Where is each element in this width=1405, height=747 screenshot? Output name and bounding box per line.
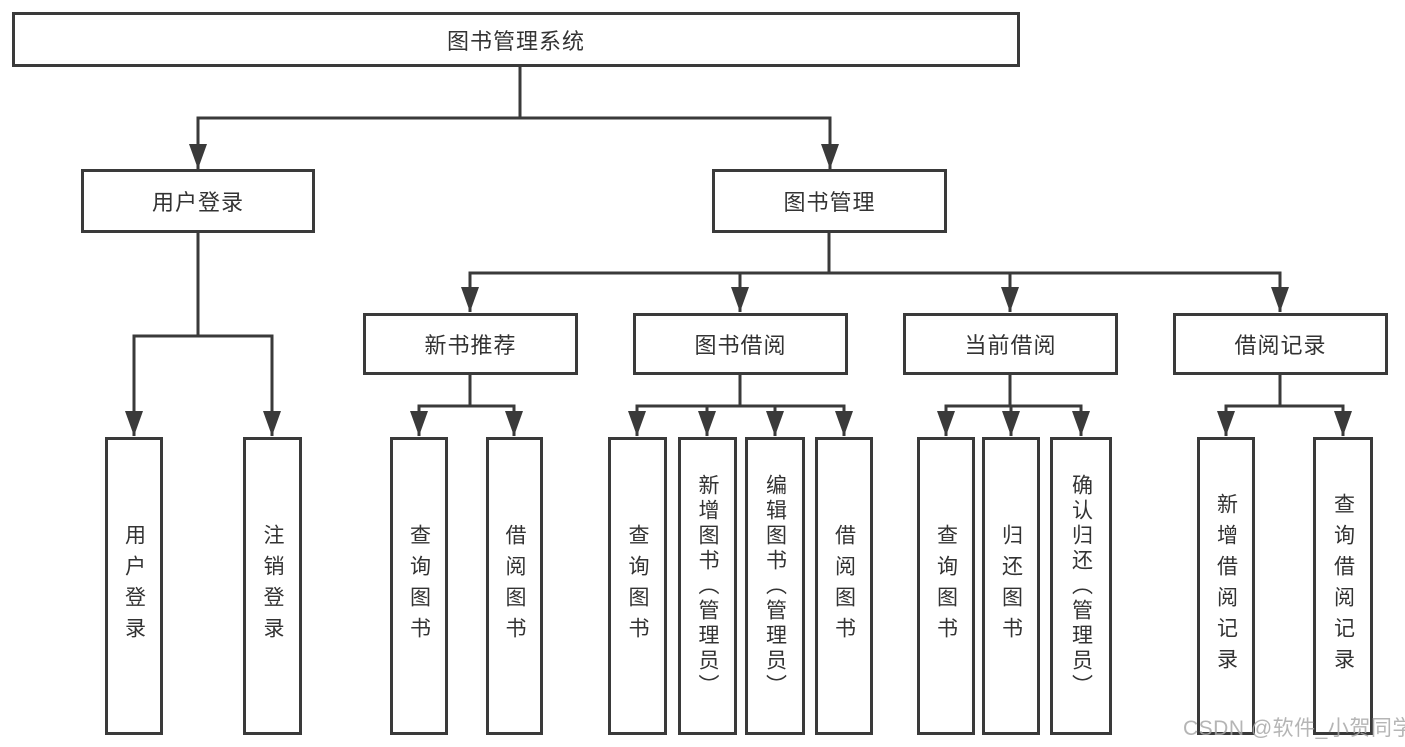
leaf-logout: 注销登录: [243, 437, 302, 735]
node-root: 图书管理系统: [12, 12, 1020, 67]
leaf-add-book-admin: 新增图书（管理员）: [678, 437, 737, 735]
leaf-query-books-borrow: 查询图书: [608, 437, 667, 735]
leaf-query-borrow-record: 查询借阅记录: [1313, 437, 1373, 735]
leaf-user-login: 用户登录: [105, 437, 163, 735]
leaf-edit-book-admin: 编辑图书（管理员）: [745, 437, 805, 735]
leaf-borrow-books: 借阅图书: [815, 437, 873, 735]
connector-user-login-to-leaves: [125, 233, 281, 436]
connector-new-book-to-leaves: [410, 375, 523, 436]
leaf-return-books: 归还图书: [982, 437, 1040, 735]
node-user-login: 用户登录: [81, 169, 315, 233]
leaf-add-borrow-record: 新增借阅记录: [1197, 437, 1255, 735]
node-new-book-recommend: 新书推荐: [363, 313, 578, 375]
leaf-confirm-return-admin: 确认归还（管理员）: [1050, 437, 1112, 735]
node-book-management: 图书管理: [712, 169, 947, 233]
connector-root-to-level2: [189, 67, 839, 169]
node-current-borrow: 当前借阅: [903, 313, 1118, 375]
connector-book-borrow-to-leaves: [628, 375, 853, 436]
node-book-borrow: 图书借阅: [633, 313, 848, 375]
csdn-watermark: CSDN @软件_小贺同学: [1183, 717, 1405, 740]
node-borrow-records: 借阅记录: [1173, 313, 1388, 375]
connector-borrow-records-to-leaves: [1217, 375, 1352, 436]
leaf-borrow-books-recommend: 借阅图书: [486, 437, 543, 735]
leaf-query-books-recommend: 查询图书: [390, 437, 448, 735]
connector-current-borrow-to-leaves: [937, 375, 1090, 436]
leaf-query-books-current: 查询图书: [917, 437, 975, 735]
connector-book-management-to-level3: [461, 233, 1289, 312]
